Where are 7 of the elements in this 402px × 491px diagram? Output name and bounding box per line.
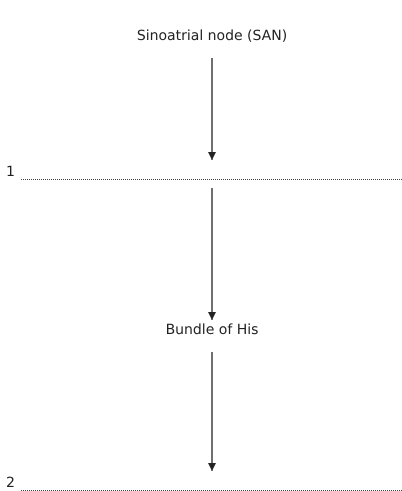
arrow xyxy=(208,188,216,320)
question-number: 2 xyxy=(6,475,15,491)
arrow xyxy=(208,352,216,471)
node-label: Sinoatrial node (SAN) xyxy=(130,28,294,50)
question-number: 1 xyxy=(6,164,15,180)
arrow xyxy=(208,58,216,160)
node-label: Bundle of His xyxy=(150,322,274,344)
